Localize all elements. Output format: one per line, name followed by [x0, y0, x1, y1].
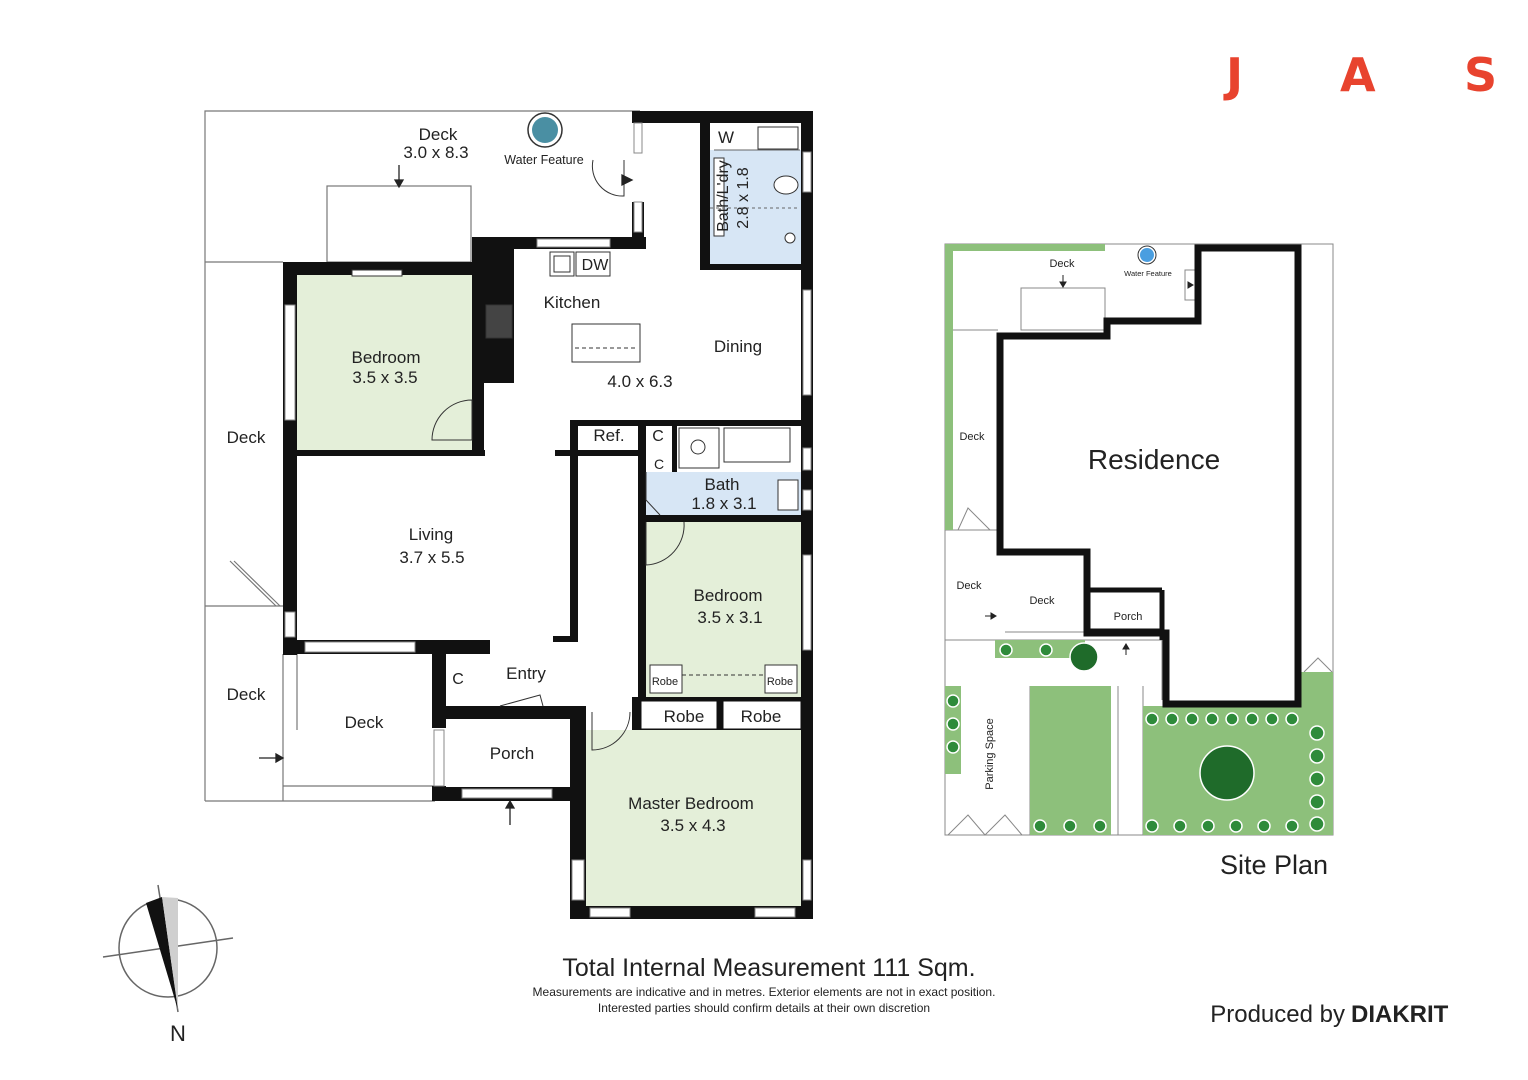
- master-bedroom-size: 3.5 x 4.3: [660, 816, 725, 835]
- cupboard-label-3: C: [452, 671, 464, 688]
- site-deck-west-label: Deck: [959, 431, 985, 443]
- bedroom-2-size: 3.5 x 3.1: [697, 608, 762, 627]
- brand-letter-a: A: [1340, 48, 1376, 102]
- deck-top-size: 3.0 x 8.3: [403, 143, 468, 162]
- produced-by-text: Produced by: [1210, 1001, 1345, 1028]
- bath-label: Bath: [705, 475, 740, 494]
- bedroom-1-label: Bedroom: [352, 348, 421, 367]
- living-size: 3.7 x 5.5: [399, 548, 464, 567]
- entry-label: Entry: [506, 664, 546, 683]
- parking-space-label: Parking Space: [984, 718, 996, 790]
- disclaimer-line-1: Measurements are indicative and in metre…: [533, 985, 996, 999]
- site-deck-south-label: Deck: [1029, 595, 1055, 607]
- producer-credit: Produced by DIAKRIT: [1210, 1001, 1448, 1028]
- site-water-feature-label: Water Feature: [1124, 269, 1172, 278]
- bath-laundry-label: Bath/L'dry: [715, 160, 732, 232]
- kitchen-dining-size: 4.0 x 6.3: [607, 372, 672, 391]
- dining-label: Dining: [714, 337, 762, 356]
- cupboard-label-2: C: [654, 456, 664, 472]
- master-bedroom-label: Master Bedroom: [628, 794, 754, 813]
- brand-letter-j: J: [1226, 48, 1244, 102]
- bath-laundry-size: 2.8 x 1.8: [735, 167, 752, 228]
- site-deck-sw-label: Deck: [956, 580, 982, 592]
- ref-label: Ref.: [593, 426, 624, 445]
- producer-name: DIAKRIT: [1351, 1001, 1449, 1028]
- deck-west-label: Deck: [227, 428, 266, 447]
- compass-north-label: N: [170, 1021, 186, 1046]
- deck-top-label: Deck: [419, 125, 458, 144]
- bath-laundry-fill: [710, 150, 801, 264]
- bedroom-1-fill: [297, 275, 472, 450]
- bedroom-1-size: 3.5 x 3.5: [352, 368, 417, 387]
- compass-icon: N: [102, 884, 234, 1046]
- disclaimer-line-2: Interested parties should confirm detail…: [598, 1001, 930, 1015]
- site-plan-title: Site Plan: [1220, 850, 1328, 880]
- robe-small-label-1: Robe: [652, 676, 678, 688]
- dw-label: DW: [582, 257, 610, 274]
- kitchen-label: Kitchen: [544, 293, 601, 312]
- bath-size: 1.8 x 3.1: [691, 494, 756, 513]
- deck-south-label: Deck: [345, 713, 384, 732]
- footer: Total Internal Measurement 111 Sqm. Meas…: [533, 954, 996, 1015]
- residence-outline: [996, 244, 1302, 708]
- bedroom-2-label: Bedroom: [694, 586, 763, 605]
- cupboard-label-1: C: [652, 428, 664, 445]
- brand-letter-s: S: [1464, 48, 1498, 102]
- total-measurement: Total Internal Measurement 111 Sqm.: [562, 954, 975, 982]
- residence-label: Residence: [1088, 444, 1220, 475]
- site-deck-top-label: Deck: [1049, 258, 1075, 270]
- laundry-w-label: W: [718, 128, 734, 147]
- robe-label-2: Robe: [741, 707, 782, 726]
- site-porch-label: Porch: [1114, 611, 1143, 623]
- robe-label-1: Robe: [664, 707, 705, 726]
- robe-small-label-2: Robe: [767, 676, 793, 688]
- site-plan: Deck Water Feature Deck Residence Deck D…: [944, 243, 1334, 880]
- floor-plan: Deck 3.0 x 8.3 Water Feature W Bath/L'dr…: [204, 110, 813, 919]
- porch-label: Porch: [490, 744, 534, 763]
- deck-sw-label: Deck: [227, 685, 266, 704]
- bath-fill: [646, 472, 801, 515]
- water-feature-label: Water Feature: [504, 153, 583, 167]
- master-bedroom-fill: [586, 730, 801, 906]
- living-label: Living: [409, 525, 453, 544]
